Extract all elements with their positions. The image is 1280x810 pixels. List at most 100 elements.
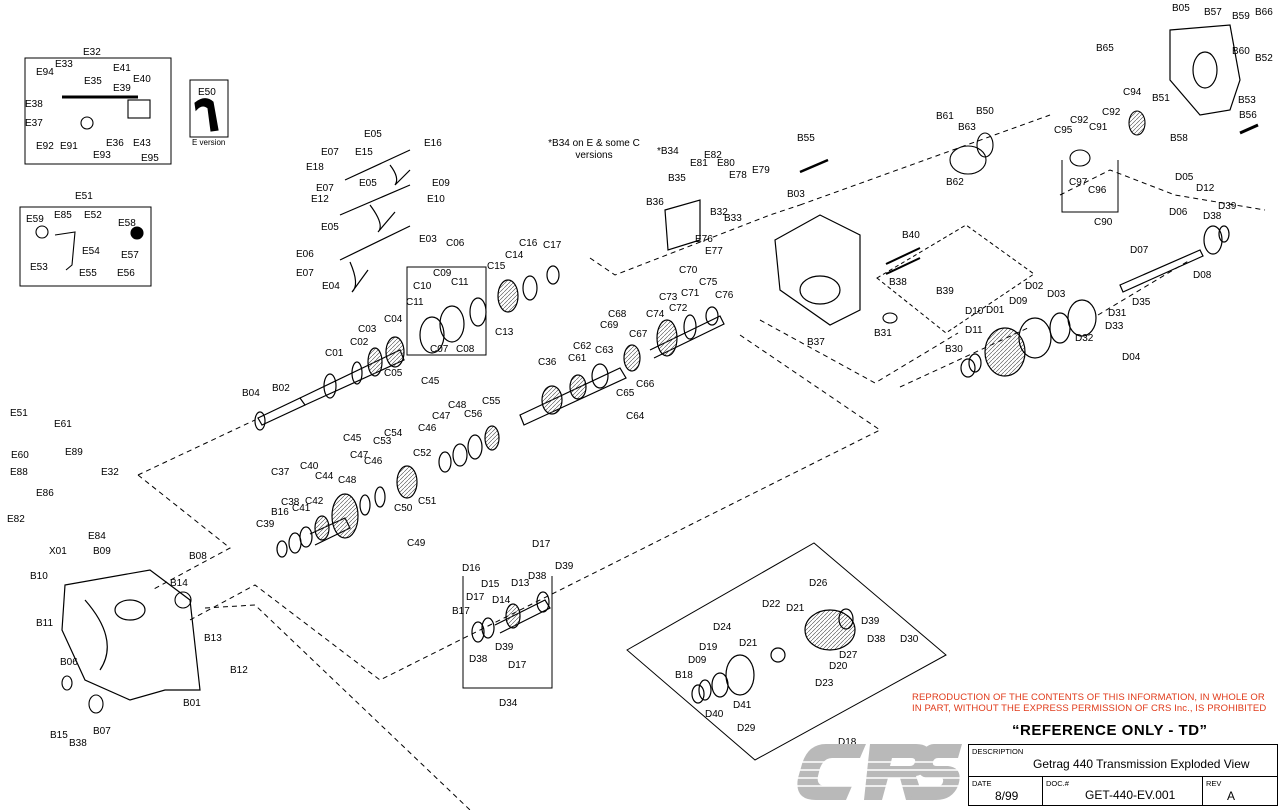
callout-c76: C76	[715, 290, 734, 301]
countershaft-group-bracket	[462, 576, 553, 689]
callout-e05: E05	[321, 222, 339, 233]
callout-e15: E15	[355, 147, 373, 158]
callout-b61: B61	[936, 111, 954, 122]
callout-d21: D21	[786, 603, 805, 614]
callout-d27: D27	[839, 650, 858, 661]
callout-c47: C47	[432, 411, 451, 422]
callout-c06: C06	[446, 238, 465, 249]
callout-e36: E36	[106, 138, 124, 149]
callout-d06: D06	[1169, 207, 1188, 218]
callout-d34: D34	[499, 698, 518, 709]
callout-b66: B66	[1255, 7, 1273, 18]
callout-b50: B50	[976, 106, 994, 117]
callout-b63: B63	[958, 122, 976, 133]
callout-d30: D30	[900, 634, 919, 645]
callout-d39: D39	[555, 561, 574, 572]
callout-b38: B38	[69, 738, 87, 749]
description-caption: DESCRIPTION	[972, 747, 1024, 756]
callout-c41: C41	[292, 503, 311, 514]
doc-cell: DOC.# GET-440-EV.001	[1043, 777, 1203, 805]
callout-b38: B38	[889, 277, 907, 288]
callout-b62: B62	[946, 177, 964, 188]
callout-c47: C47	[350, 450, 369, 461]
callout-c40: C40	[300, 461, 319, 472]
callout-b03: B03	[787, 189, 805, 200]
callout-d08: D08	[1193, 270, 1212, 281]
callout-c91: C91	[1089, 122, 1108, 133]
callout-e51: E51	[10, 408, 28, 419]
callout-c45: C45	[421, 376, 440, 387]
shift-linkage-inset-box	[24, 57, 172, 165]
description-value: Getrag 440 Transmission Exploded View	[1033, 757, 1250, 771]
mainshaft-gear-stack	[276, 425, 500, 558]
callout-e41: E41	[113, 63, 131, 74]
input-shaft-group	[419, 265, 560, 354]
output-shaft	[254, 336, 405, 431]
callout-b08: B08	[189, 551, 207, 562]
callout-b32: B32	[710, 207, 728, 218]
callout-b30: B30	[945, 344, 963, 355]
callout-b17: B17	[452, 606, 470, 617]
callout-c52: C52	[413, 448, 432, 459]
callout-b51: B51	[1152, 93, 1170, 104]
callout-d40: D40	[705, 709, 724, 720]
callout-e50: E50	[198, 87, 216, 98]
callout-c42: C42	[305, 496, 324, 507]
callout-d17: D17	[466, 592, 485, 603]
callout-d39: D39	[495, 642, 514, 653]
callout-c46: C46	[364, 456, 383, 467]
callout-e60: E60	[11, 450, 29, 461]
callout-b55: B55	[797, 133, 815, 144]
e-version-label: E version	[192, 138, 226, 147]
callout-e04: E04	[322, 281, 340, 292]
callout-b58: B58	[1170, 133, 1188, 144]
callout-d02: D02	[1025, 281, 1044, 292]
callout-c48: C48	[448, 400, 467, 411]
callout-e79: E79	[752, 165, 770, 176]
callout-d05: D05	[1175, 172, 1194, 183]
callout-e33: E33	[55, 59, 73, 70]
callout-d04: D04	[1122, 352, 1141, 363]
callout-d15: D15	[481, 579, 500, 590]
callout-c53: C53	[373, 436, 392, 447]
crs-logo	[796, 744, 966, 800]
callout-c45: C45	[343, 433, 362, 444]
callout-e77: E77	[705, 246, 723, 257]
callout-e59: E59	[26, 214, 44, 225]
date-caption: DATE	[972, 779, 992, 788]
callout-e57: E57	[121, 250, 139, 261]
rev-caption: REV	[1206, 779, 1222, 788]
rev-cell: REV A	[1203, 777, 1277, 805]
callout-e40: E40	[133, 74, 151, 85]
callout-c73: C73	[659, 292, 678, 303]
shift-forks	[339, 149, 411, 293]
title-block: DESCRIPTION Getrag 440 Transmission Expl…	[968, 744, 1278, 806]
callout-b31: B31	[874, 328, 892, 339]
rear-shaft-group	[960, 225, 1230, 378]
callout-b15: B15	[50, 730, 68, 741]
callout-e94: E94	[36, 67, 54, 78]
callout-c04: C04	[384, 314, 403, 325]
shifter-parts-inset-box	[19, 206, 152, 287]
callout-e07: E07	[321, 147, 339, 158]
housings	[61, 24, 1241, 701]
callout-c67: C67	[629, 329, 648, 340]
callout-e05: E05	[359, 178, 377, 189]
callout-e09: E09	[432, 178, 450, 189]
callout-d21: D21	[739, 638, 758, 649]
callout-e78: E78	[729, 170, 747, 181]
differential-group-box	[626, 542, 947, 761]
callout-e07: E07	[296, 268, 314, 279]
callout-d19: D19	[699, 642, 718, 653]
callout-c64: C64	[626, 411, 645, 422]
reverse-idler-group	[471, 591, 551, 643]
callout-c36: C36	[538, 357, 557, 368]
callout-b13: B13	[204, 633, 222, 644]
callout-b12: B12	[230, 665, 248, 676]
description-cell: DESCRIPTION Getrag 440 Transmission Expl…	[969, 745, 1277, 777]
callout-c56: C56	[464, 409, 483, 420]
callout-c74: C74	[646, 309, 665, 320]
callout-c55: C55	[482, 396, 501, 407]
callout-c72: C72	[669, 303, 688, 314]
callout-b07: B07	[93, 726, 111, 737]
